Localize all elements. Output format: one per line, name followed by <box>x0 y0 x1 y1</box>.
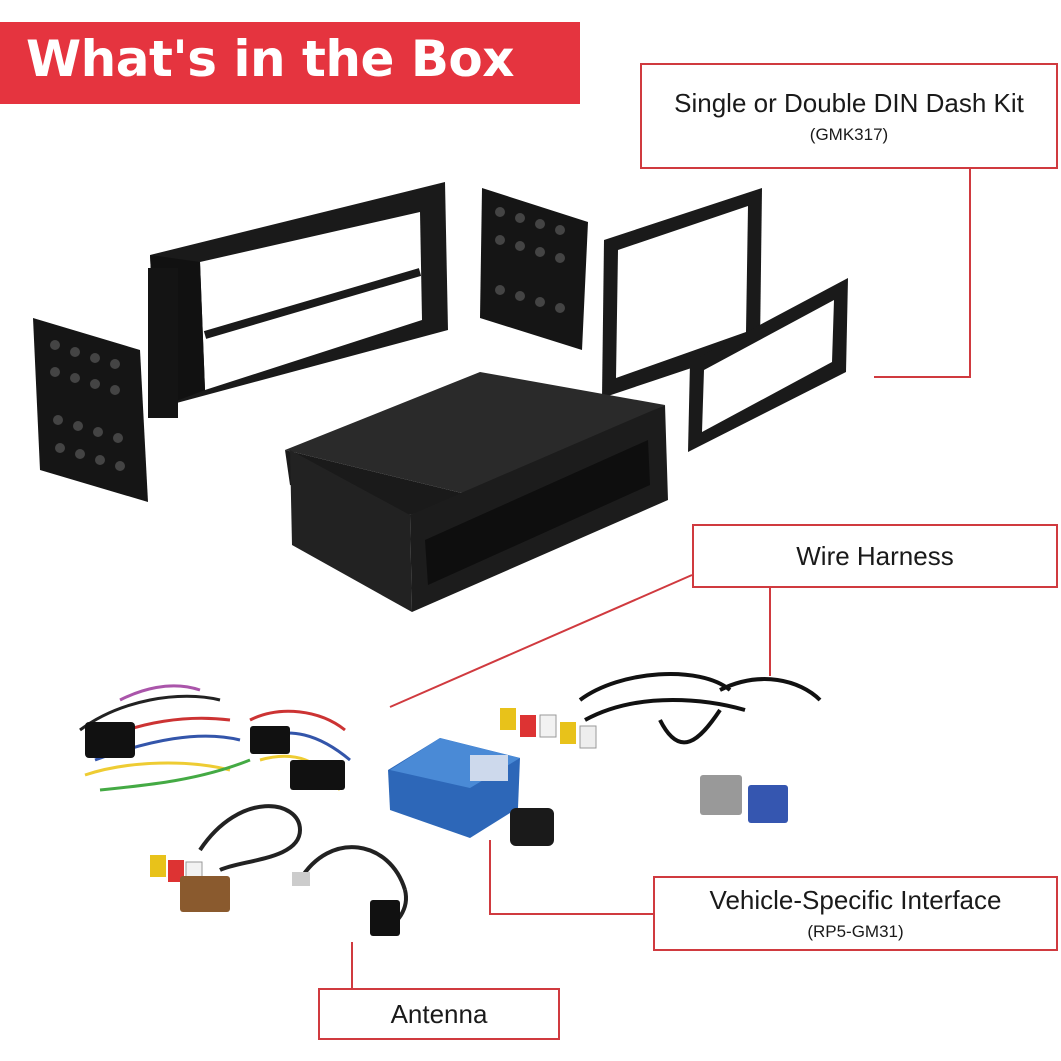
antenna-plug-icon <box>292 872 310 886</box>
single-din-trim <box>688 278 848 452</box>
interface-name: Vehicle-Specific Interface <box>709 885 1002 915</box>
title-banner: What's in the Box <box>0 22 580 104</box>
remote-sensor-icon <box>510 808 554 846</box>
page-title: What's in the Box <box>26 30 515 88</box>
harness-connector-icon <box>748 785 788 823</box>
leader-dash-kit <box>874 168 971 378</box>
label-antenna: Antenna <box>318 988 560 1040</box>
dash-kit-name: Single or Double DIN Dash Kit <box>674 87 1024 118</box>
antenna-connector-icon <box>370 900 400 936</box>
wire-harness-name: Wire Harness <box>796 540 954 571</box>
harness-connector-icon <box>85 722 135 758</box>
rca-aux-cable <box>198 804 303 872</box>
side-bracket-left <box>33 318 148 502</box>
wire-harness-right <box>578 671 822 745</box>
harness-connector-icon <box>700 775 742 815</box>
harness-connector-icon <box>250 726 290 754</box>
dash-kit-part: (GMK317) <box>809 124 889 144</box>
antenna-name: Antenna <box>390 998 488 1029</box>
rca-plug-icon <box>500 708 597 749</box>
harness-connector-icon <box>180 876 230 912</box>
label-dash-kit: Single or Double DIN Dash Kit (GMK317) <box>640 63 1058 169</box>
dash-frame <box>148 182 448 418</box>
leader-interface <box>489 840 654 915</box>
leader-wire-harness-left <box>389 574 693 708</box>
harness-connector-icon <box>290 760 345 790</box>
storage-pocket <box>285 372 668 612</box>
interface-module <box>388 738 520 838</box>
side-bracket-right <box>480 188 588 350</box>
label-wire-harness: Wire Harness <box>692 524 1058 588</box>
leader-lines <box>351 168 971 988</box>
interface-part: (RP5-GM31) <box>807 922 904 941</box>
label-interface: Vehicle-Specific Interface (RP5-GM31) <box>653 876 1058 951</box>
